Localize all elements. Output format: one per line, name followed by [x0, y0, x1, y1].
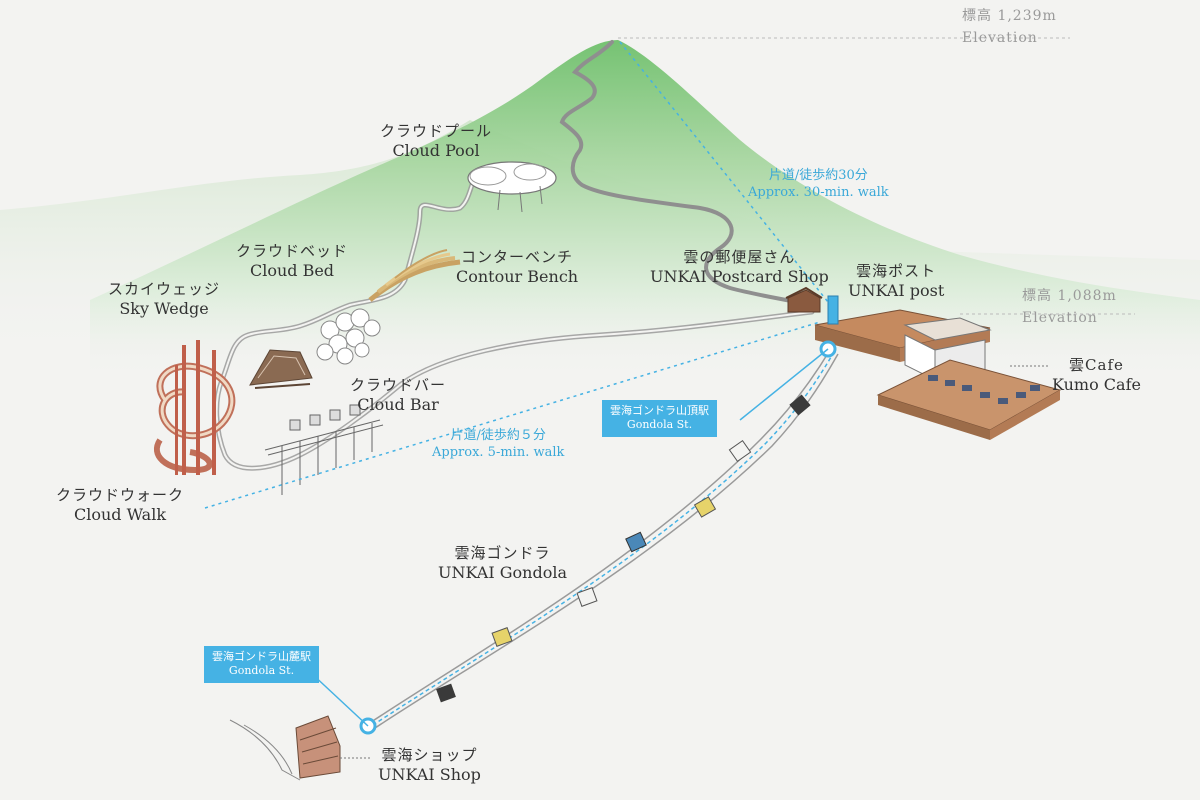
summit-station-jp: 雲海ゴンドラ山頂駅: [610, 404, 709, 417]
postcard-shop-building: [785, 286, 823, 313]
walk-30-jp: 片道/徒歩約30分: [768, 168, 868, 183]
walk-5-jp: 片道/徒歩約５分: [450, 428, 546, 443]
gondola-cabin: [576, 587, 598, 607]
cloud-pool-structure: [467, 161, 557, 213]
sky-wedge-structure: [249, 349, 313, 389]
walk-5-en: Approx. 5-min. walk: [432, 444, 565, 460]
label-cloud-bed[interactable]: クラウドベッド Cloud Bed: [236, 242, 348, 281]
label-cloud-pool[interactable]: クラウドプール Cloud Pool: [380, 122, 492, 161]
gondola-cabin: [491, 627, 513, 647]
contour-bench-structure: [368, 249, 461, 302]
summit-station-complex: [814, 295, 1062, 440]
cloud-walk-en: Cloud Walk: [73, 504, 167, 524]
elevation-summit-jp: 標高 1,239m: [962, 8, 1057, 24]
label-cloud-bar[interactable]: クラウドバー Cloud Bar: [350, 376, 446, 415]
walk-route-summit: [619, 41, 837, 313]
cloud-walk-jp: クラウドウォーク: [56, 486, 185, 504]
cloud-bed-jp: クラウドベッド: [236, 242, 349, 260]
cloud-pool-en: Cloud Pool: [392, 140, 480, 160]
walk-5-label: 片道/徒歩約５分 Approx. 5-min. walk: [432, 428, 564, 462]
elevation-mid-en: Elevation: [1022, 309, 1098, 326]
base-station-jp: 雲海ゴンドラ山麓駅: [212, 650, 311, 663]
gondola-cable: [361, 349, 839, 731]
unkai-shop-en: UNKAI Shop: [378, 764, 481, 784]
sky-wedge-en: Sky Wedge: [119, 298, 209, 318]
walk-30-en: Approx. 30-min. walk: [748, 184, 889, 200]
cloud-bed-structure: [316, 308, 381, 365]
summit-trail: [559, 40, 812, 307]
summit-station-callout: [739, 348, 829, 421]
cloud-bar-structure: [264, 404, 384, 495]
kumo-cafe-en: Kumo Cafe: [1052, 374, 1141, 394]
gondola-cabin: [693, 496, 717, 518]
label-unkai-shop[interactable]: 雲海ショップ UNKAI Shop: [378, 746, 481, 785]
unkai-gondola-en: UNKAI Gondola: [438, 562, 567, 582]
label-sky-wedge[interactable]: スカイウェッジ Sky Wedge: [108, 280, 220, 319]
gondola-cabin: [728, 439, 752, 463]
label-unkai-post[interactable]: 雲海ポスト UNKAI post: [848, 262, 944, 301]
cloud-bar-jp: クラウドバー: [350, 376, 447, 394]
gondola-cabin: [436, 683, 456, 703]
base-station-badge[interactable]: 雲海ゴンドラ山麓駅 Gondola St.: [204, 646, 319, 683]
unkai-shop-jp: 雲海ショップ: [381, 746, 478, 764]
summit-station-badge[interactable]: 雲海ゴンドラ山頂駅 Gondola St.: [602, 400, 717, 437]
postcard-shop-en: UNKAI Postcard Shop: [650, 266, 829, 286]
cloud-bed-en: Cloud Bed: [249, 260, 335, 280]
cloud-walk-structure: [153, 340, 236, 475]
walk-route-cloudwalk: [204, 321, 821, 509]
unkai-post-en: UNKAI post: [848, 280, 945, 300]
elevation-mid-jp: 標高 1,088m: [1022, 288, 1117, 304]
cloud-pool-jp: クラウドプール: [380, 122, 493, 140]
kumo-cafe-jp: 雲Cafe: [1069, 356, 1124, 374]
gondola-cabin: [625, 531, 647, 553]
cloud-bar-en: Cloud Bar: [357, 394, 439, 414]
unkai-gondola-jp: 雲海ゴンドラ: [454, 544, 551, 562]
label-cloud-walk[interactable]: クラウドウォーク Cloud Walk: [56, 486, 184, 525]
summit-station-en: Gondola St.: [626, 418, 693, 432]
walk-30-label: 片道/徒歩約30分 Approx. 30-min. walk: [748, 168, 889, 202]
label-postcard-shop[interactable]: 雲の郵便屋さん UNKAI Postcard Shop: [650, 248, 829, 287]
label-kumo-cafe[interactable]: 雲Cafe Kumo Cafe: [1052, 356, 1141, 395]
sky-wedge-jp: スカイウェッジ: [108, 280, 221, 298]
contour-bench-jp: コンターベンチ: [461, 248, 574, 266]
unkai-post-jp: 雲海ポスト: [856, 262, 937, 280]
main-mountain: [90, 40, 1200, 380]
label-unkai-gondola[interactable]: 雲海ゴンドラ UNKAI Gondola: [438, 544, 567, 583]
elevation-mid: 標高 1,088m Elevation: [1022, 286, 1117, 329]
base-station-callout: [309, 671, 369, 727]
elevation-summit: 標高 1,239m Elevation: [962, 6, 1057, 49]
contour-bench-en: Contour Bench: [456, 266, 579, 286]
base-station-en: Gondola St.: [228, 664, 295, 678]
label-contour-bench[interactable]: コンターベンチ Contour Bench: [456, 248, 578, 287]
postcard-shop-jp: 雲の郵便屋さん: [683, 248, 796, 266]
unkai-shop-building: [229, 715, 372, 781]
elevation-summit-en: Elevation: [962, 29, 1038, 46]
gondola-cabin: [789, 394, 811, 416]
